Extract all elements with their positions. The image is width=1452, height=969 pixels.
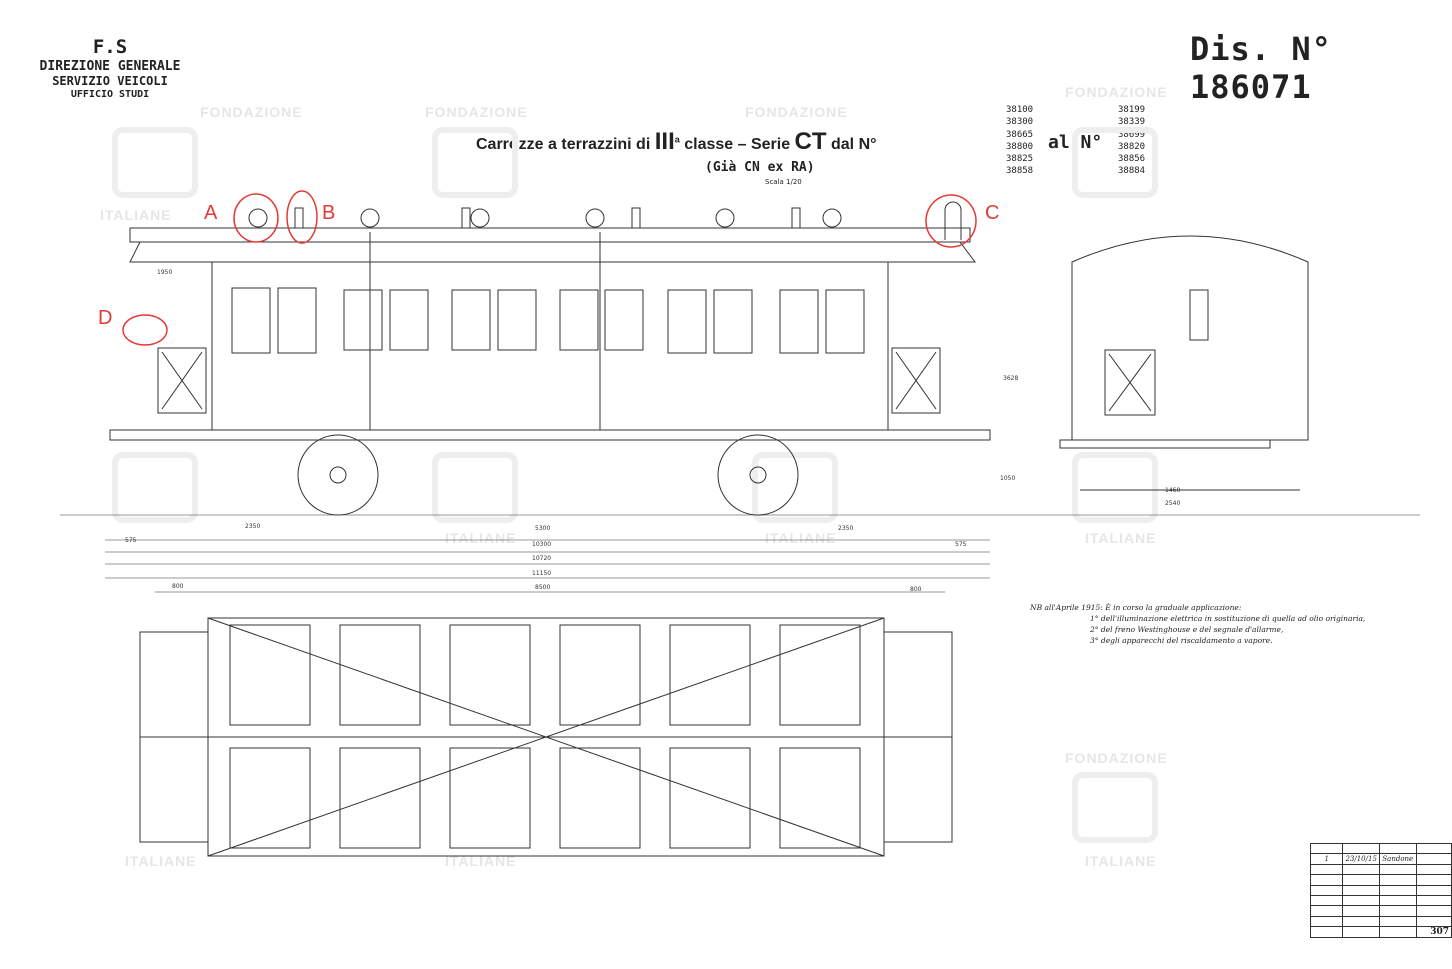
watermark-text: ITALIANE xyxy=(445,530,517,546)
range-to-list: 38199 38339 38699 38820 38856 38884 xyxy=(1118,104,1145,178)
marker-a: A xyxy=(204,202,218,224)
drawing-title: Carrozze a terrazzini di IIIa classe – S… xyxy=(476,128,877,156)
revision-row: 1 23/10/15 Sandone xyxy=(1309,853,1452,865)
range-to: 38699 xyxy=(1118,129,1146,140)
dimension-label: 1950 xyxy=(157,269,172,276)
range-from: 38300 xyxy=(1006,117,1034,128)
marker-c-circle xyxy=(925,194,977,248)
title-mid: classe – Serie xyxy=(684,136,791,153)
fs-logo-watermark xyxy=(432,127,518,198)
drawing-number: Dis. N° 186071 xyxy=(1190,30,1332,106)
range-from: 38800 xyxy=(1006,141,1034,152)
marker-a-circle xyxy=(233,193,279,243)
dimension-labels: 1950 2350 5300 2350 575 575 10300 10720 … xyxy=(125,269,1180,593)
dimension-label: 575 xyxy=(955,541,967,548)
dimension-label: 800 xyxy=(910,586,922,593)
fs-logo-watermark xyxy=(1072,772,1158,843)
revision-table: 1 23/10/15 Sandone 307 xyxy=(1309,842,1452,939)
title-subtitle: (Già CN ex RA) xyxy=(705,160,815,175)
watermark-text: ITALIANE xyxy=(100,207,172,223)
fs-logo-watermark xyxy=(1072,127,1158,198)
issuer-dept: DIREZIONE GENERALE xyxy=(39,58,181,74)
range-from: 38825 xyxy=(1006,154,1034,165)
range-to: 38884 xyxy=(1118,166,1146,177)
watermark-text: ITALIANE xyxy=(1085,530,1157,546)
dimension-label: 8500 xyxy=(535,584,550,591)
note-item: 3° degli apparecchi del riscaldamento a … xyxy=(1090,636,1273,645)
marker-b-circle xyxy=(286,190,318,244)
title-scale: Scala 1/20 xyxy=(765,178,802,186)
title-class: III xyxy=(654,128,675,155)
notes: NB all'Aprile 1915: È in corso la gradua… xyxy=(1030,602,1365,646)
range-from: 38100 xyxy=(1006,105,1034,115)
dimension-label: 1460 xyxy=(1165,487,1180,494)
fs-logo-watermark xyxy=(752,452,838,523)
title-series: CT xyxy=(794,128,827,155)
watermark-text: FONDAZIONE xyxy=(1065,750,1168,766)
revision-date: 23/10/15 xyxy=(1342,853,1381,865)
watermark-text: ITALIANE xyxy=(445,853,517,869)
marker-d: D xyxy=(98,307,113,329)
range-to: 38339 xyxy=(1118,117,1146,128)
note-intro: NB all'Aprile 1915: È in corso la gradua… xyxy=(1030,603,1242,612)
watermark-text: ITALIANE xyxy=(765,530,837,546)
note-item: 1° dell'illuminazione elettrica in sosti… xyxy=(1090,614,1366,623)
title-class-sup: a xyxy=(674,134,680,145)
range-from: 38858 xyxy=(1006,166,1034,177)
sheet-number: 307 xyxy=(1416,926,1452,939)
title-dal: dal N° xyxy=(831,136,877,153)
marker-b: B xyxy=(322,202,336,224)
issuer-block: F.S DIREZIONE GENERALE SERVIZIO VEICOLI … xyxy=(30,36,190,101)
issuer-service: SERVIZIO VEICOLI xyxy=(52,74,168,89)
dimension-label: 1050 xyxy=(1000,475,1015,482)
range-to: 38820 xyxy=(1118,141,1146,152)
issuer-office: UFFICIO STUDI xyxy=(70,88,150,100)
watermark-logos xyxy=(112,127,1158,843)
dimension-label: 11150 xyxy=(532,570,551,577)
dimension-label: 10300 xyxy=(532,541,551,548)
dimension-label: 2350 xyxy=(245,523,260,530)
marker-d-circle xyxy=(122,314,168,346)
dimension-label: 575 xyxy=(125,537,137,544)
fs-logo-watermark xyxy=(432,452,518,523)
side-view xyxy=(60,201,1420,516)
issuer-org: F.S xyxy=(92,36,128,58)
watermark-text: FONDAZIONE xyxy=(425,104,528,120)
fs-logo-watermark xyxy=(1072,452,1158,523)
watermark-text: ITALIANE xyxy=(1085,853,1157,869)
range-to: 38199 xyxy=(1118,105,1146,115)
end-view xyxy=(1059,235,1309,491)
watermark-text: FONDAZIONE xyxy=(1065,84,1168,100)
floor-slats xyxy=(229,624,861,849)
dimension-label: 2540 xyxy=(1165,500,1180,507)
revision-signature: Sandone xyxy=(1379,853,1418,865)
plan-view xyxy=(105,539,990,857)
watermark-text: FONDAZIONE xyxy=(745,104,848,120)
dimension-label: 800 xyxy=(172,583,184,590)
dimension-label: 10720 xyxy=(532,555,551,562)
watermark-text: ITALIANE xyxy=(125,853,197,869)
marker-circles xyxy=(122,190,977,346)
range-from: 38665 xyxy=(1006,129,1034,140)
fs-logo-watermark xyxy=(112,452,198,523)
dimension-label: 3628 xyxy=(1003,375,1018,382)
note-item: 2° del freno Westinghouse e del segnale … xyxy=(1090,625,1284,634)
windows xyxy=(231,287,865,354)
range-from-list: 38100 38300 38665 38800 38825 38858 xyxy=(1006,104,1033,178)
dimension-label: 2350 xyxy=(838,525,853,532)
revision-index: 1 xyxy=(1309,853,1344,865)
dimension-label: 5300 xyxy=(535,525,550,532)
watermark-text: FONDAZIONE xyxy=(200,104,303,120)
roof-lamps xyxy=(248,201,962,240)
range-to: 38856 xyxy=(1118,154,1146,165)
marker-c: C xyxy=(985,202,1000,224)
title-prefix: Carrozze a terrazzini di xyxy=(476,136,651,153)
fs-logo-watermark xyxy=(112,127,198,198)
